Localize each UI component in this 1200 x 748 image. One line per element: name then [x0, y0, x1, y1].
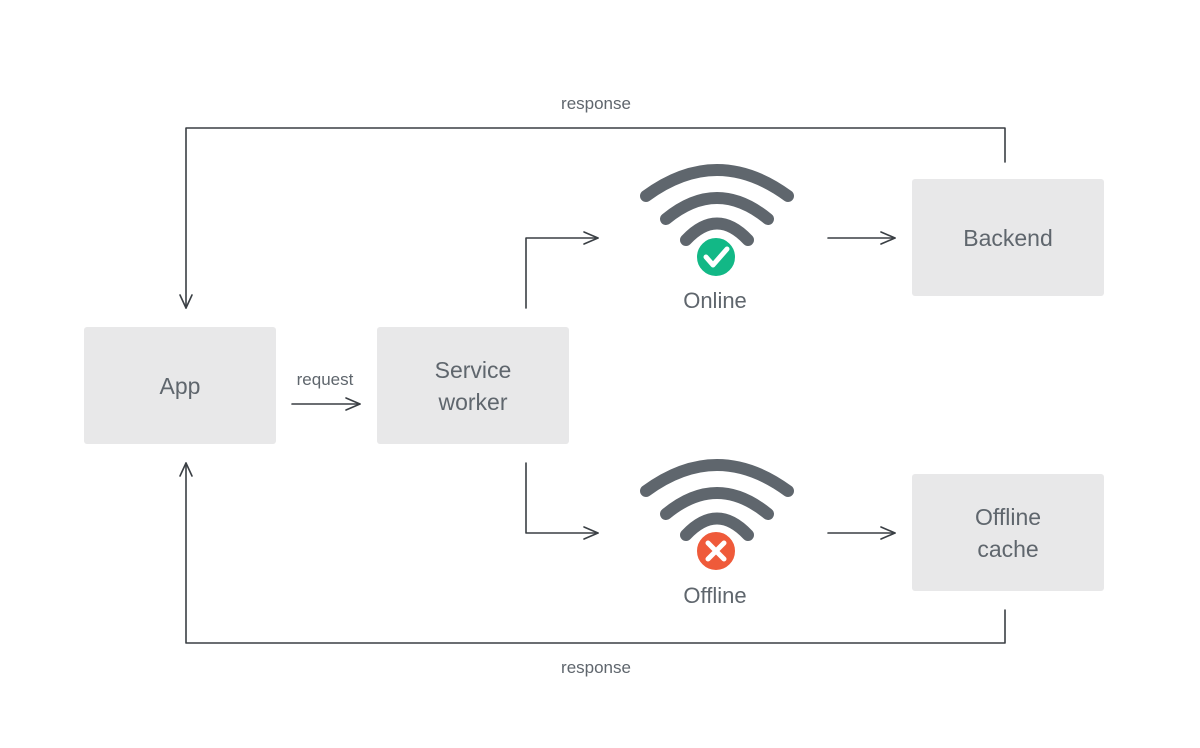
- offline-wifi-icon: [640, 459, 794, 541]
- response-top-arrowhead: [179, 294, 193, 309]
- service-worker-box: Service worker: [377, 327, 569, 444]
- backend-box: Backend: [912, 179, 1104, 296]
- app-label: App: [159, 372, 201, 399]
- backend-label: Backend: [963, 224, 1053, 251]
- x-badge-icon: [693, 528, 739, 574]
- request-label: request: [296, 370, 354, 389]
- service-worker-to-online-line: [525, 237, 599, 309]
- response-top-label: response: [561, 94, 631, 113]
- offline-cache-box: Offline cache: [912, 474, 1104, 591]
- offline-label: Offline: [683, 583, 747, 608]
- offline-cache-label: Offline cache: [974, 503, 1042, 562]
- app-box: App: [84, 327, 276, 444]
- request-arrowhead: [345, 397, 361, 411]
- service-worker-to-offline-line: [525, 462, 599, 534]
- response-bottom-label: response: [561, 658, 631, 677]
- service-worker-to-offline-arrowhead: [583, 526, 599, 540]
- offline-to-cache-arrowhead: [880, 526, 896, 540]
- online-label: Online: [683, 288, 747, 313]
- service-worker-to-online-arrowhead: [583, 231, 599, 245]
- response-top-path: [185, 127, 1006, 309]
- response-bottom-arrowhead: [179, 462, 193, 477]
- online-to-backend-arrowhead: [880, 231, 896, 245]
- response-bottom-path: [185, 462, 1006, 644]
- check-badge-icon: [693, 234, 739, 280]
- service-worker-label: Service worker: [434, 356, 512, 415]
- online-wifi-icon: [640, 164, 794, 246]
